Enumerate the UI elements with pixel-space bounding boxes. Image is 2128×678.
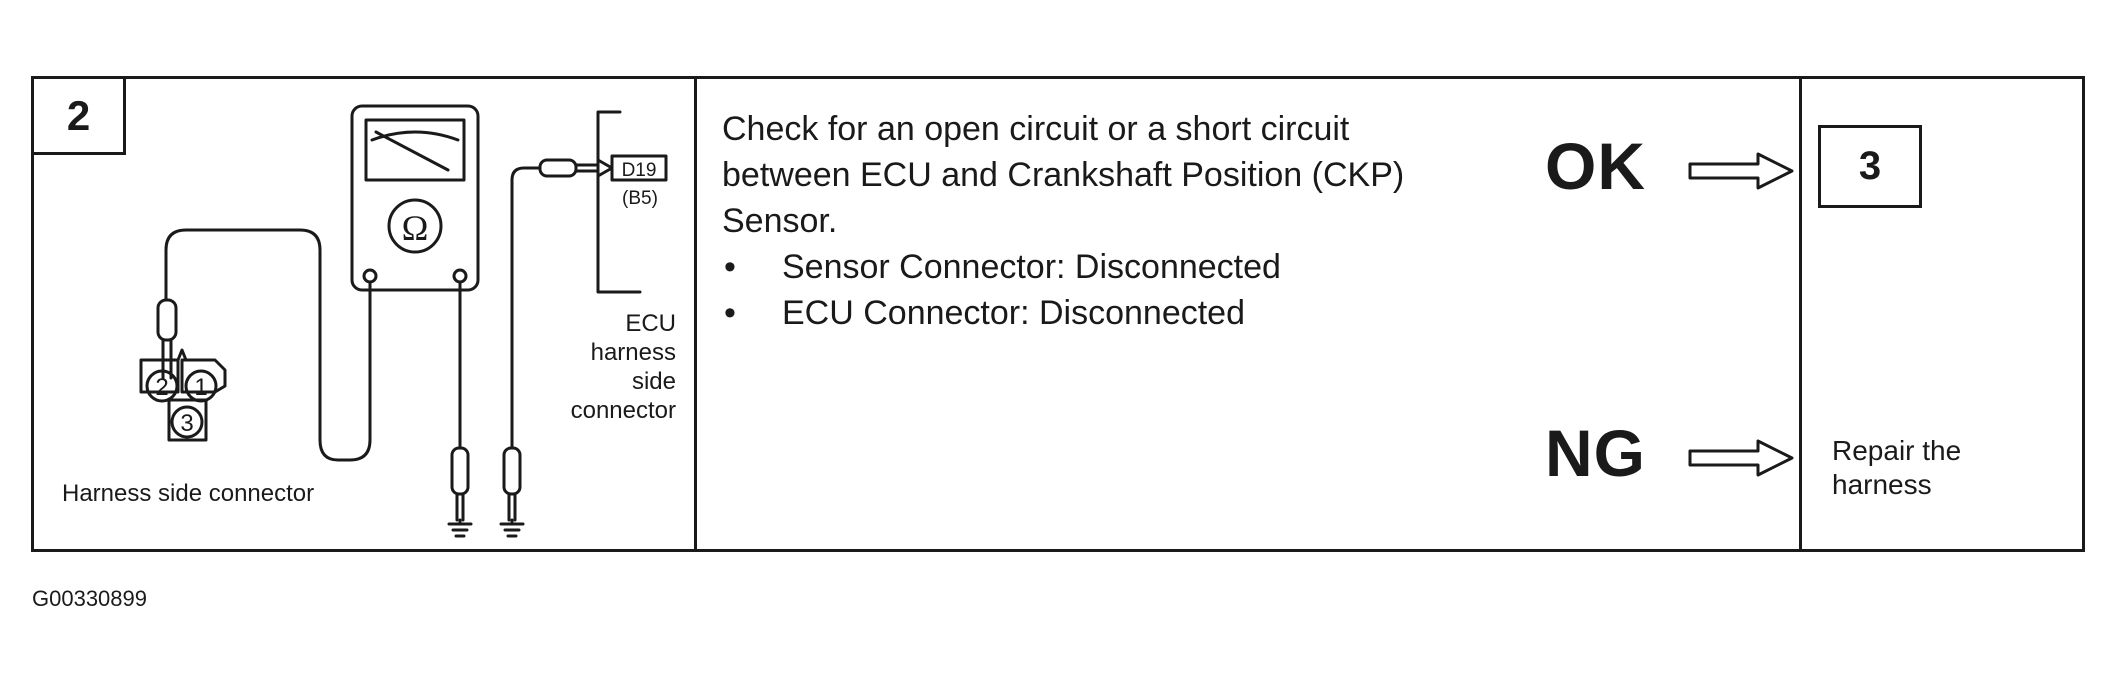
harness-pin-3: 3 xyxy=(180,410,193,437)
ohmmeter-body xyxy=(350,104,480,292)
next-step-number: 3 xyxy=(1858,144,1882,188)
harness-pin-2-ring xyxy=(145,369,179,403)
wire-meter-to-harness xyxy=(164,228,372,462)
bullet-dot: • xyxy=(724,294,736,332)
ng-arrow-icon xyxy=(1688,439,1794,477)
ecu-probe xyxy=(538,158,578,178)
harness-side-connector-label: Harness side connector xyxy=(62,480,315,507)
instruction-line: Sensor. xyxy=(722,202,838,240)
ecu-label-line: harness xyxy=(590,339,676,366)
meter-display-window xyxy=(364,118,466,182)
instruction-line: between ECU and Crankshaft Position (CKP… xyxy=(722,156,1405,194)
bullet-text: Sensor Connector: Disconnected xyxy=(782,248,1281,286)
harness-pin-3-ring xyxy=(170,405,204,439)
bullet-item: • Sensor Connector: Disconnected xyxy=(722,244,1522,290)
meter-needle xyxy=(374,130,450,172)
harness-connector-latch xyxy=(176,348,188,362)
ok-label: OK xyxy=(1545,129,1646,203)
instruction-line: Check for an open circuit or a short cir… xyxy=(722,110,1350,148)
ecu-label-line: side xyxy=(631,368,676,395)
ecu-label-line: ECU xyxy=(625,310,676,337)
next-step-box: 3 xyxy=(1818,125,1922,208)
meter-terminal-left xyxy=(362,268,378,284)
step-table xyxy=(31,76,2085,552)
ground-probe-right-meter xyxy=(450,446,470,496)
ecu-connector-subcode: (B5) xyxy=(622,188,658,209)
ecu-connector-code: D19 xyxy=(622,160,657,181)
column-divider-result xyxy=(1799,76,1802,552)
bullet-item: • ECU Connector: Disconnected xyxy=(722,290,1522,336)
harness-probe xyxy=(156,298,178,342)
step-number-box: 2 xyxy=(31,76,126,155)
figure-id: G00330899 xyxy=(32,586,147,611)
bullet-text: ECU Connector: Disconnected xyxy=(782,294,1246,332)
ground-probe-ecu xyxy=(502,446,522,496)
ecu-probe-tip xyxy=(596,158,614,178)
wire-ecu-to-ground-probe xyxy=(510,166,542,450)
meter-scale-arc xyxy=(370,130,460,142)
step-number: 2 xyxy=(66,91,91,139)
harness-pin-2: 2 xyxy=(155,374,168,401)
ecu-harness-label: ECU harness side connector xyxy=(560,309,676,425)
harness-connector-housing xyxy=(139,358,180,394)
ng-action-line: Repair the xyxy=(1832,435,1962,466)
bullet-dot: • xyxy=(724,248,736,286)
ecu-label-line: connector xyxy=(570,397,676,424)
column-divider-diagram xyxy=(694,76,697,552)
ecu-bracket xyxy=(596,110,642,294)
ng-repair-action: Repair the harness xyxy=(1832,434,1961,502)
harness-pin-1-ring xyxy=(184,369,218,403)
ng-label: NG xyxy=(1545,416,1646,490)
ok-arrow-icon xyxy=(1688,152,1794,190)
harness-pin-1: 1 xyxy=(194,374,207,401)
meter-terminal-right xyxy=(452,268,468,284)
ohm-symbol: Ω xyxy=(402,208,429,248)
inspection-instruction: Check for an open circuit or a short cir… xyxy=(722,106,1522,336)
ng-action-line: harness xyxy=(1832,469,1932,500)
ohm-symbol-circle xyxy=(387,198,443,254)
ecu-connector-d19-box xyxy=(610,154,668,182)
